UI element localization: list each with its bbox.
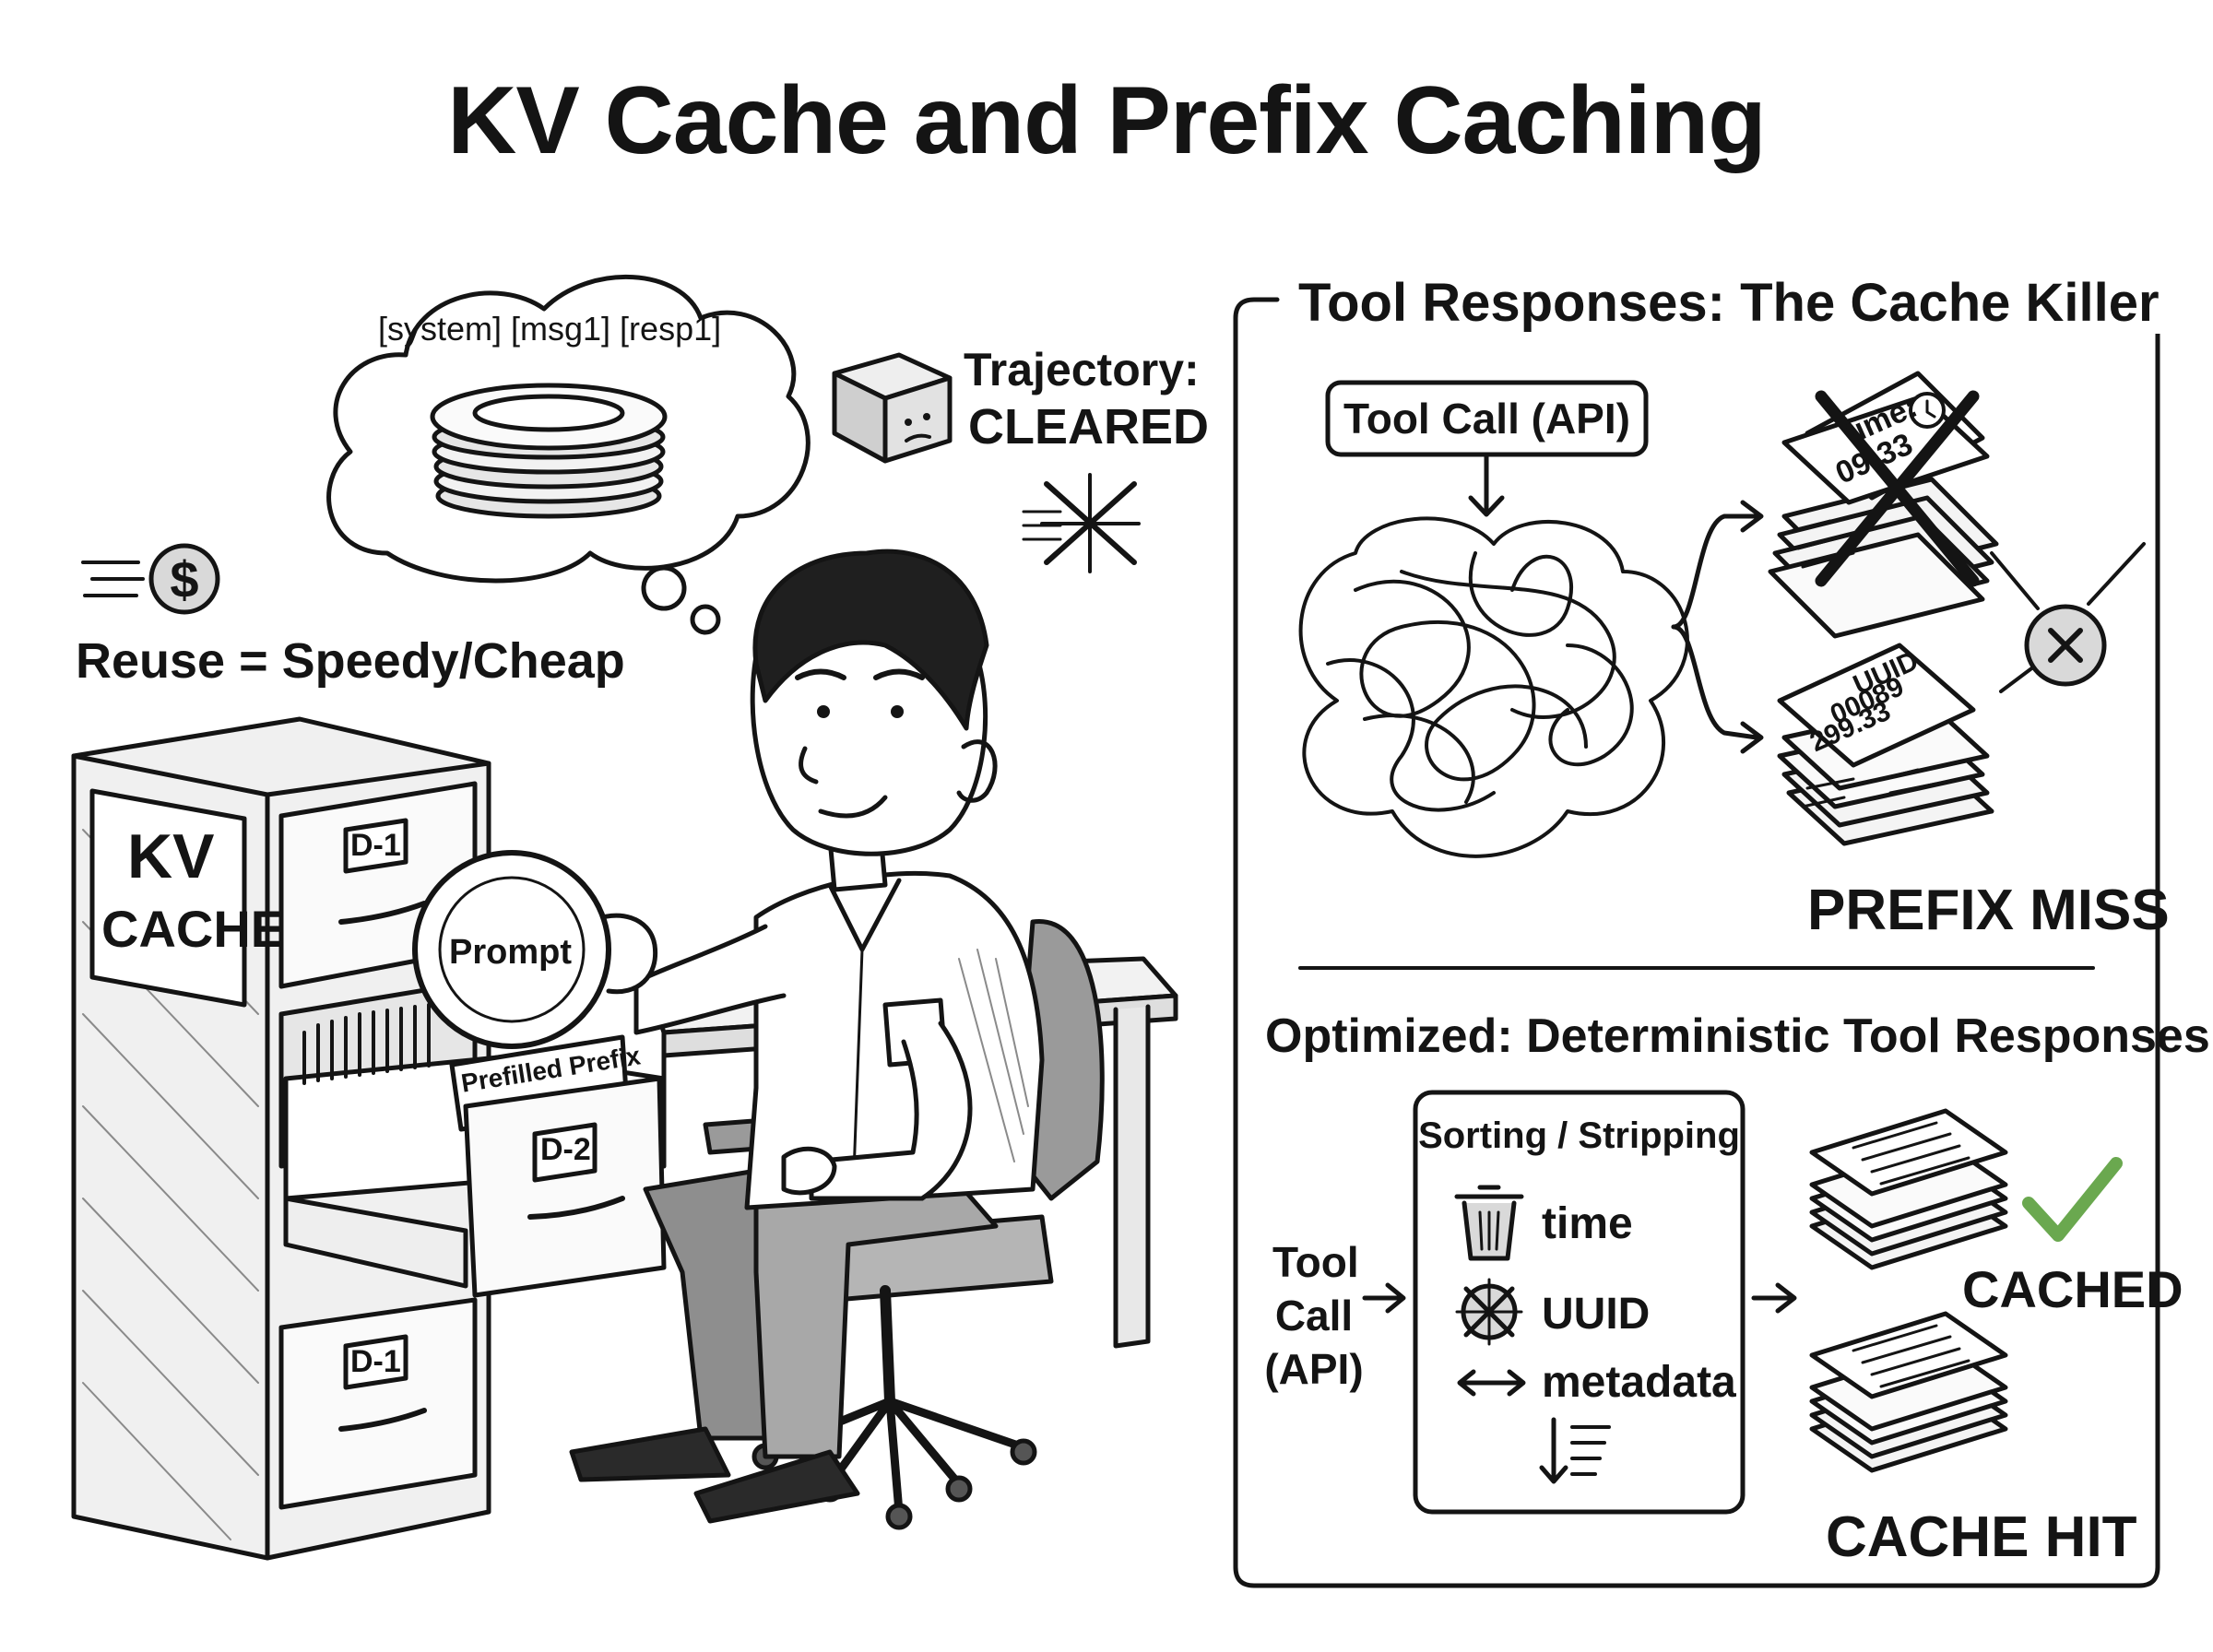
item-metadata-label: metadata (1542, 1358, 1736, 1407)
cache-hit-document-stack (1809, 1311, 2008, 1473)
time-document-stack (1768, 371, 1999, 639)
open-drawer (283, 1003, 667, 1298)
cached-document-stack (1809, 1108, 2008, 1270)
drawer-label-bottom: D-1 (350, 1344, 401, 1379)
prompt-plate-label: Prompt (449, 933, 572, 972)
kv-cache-label-cache: CACHE (101, 900, 286, 958)
trajectory-label: Trajectory: (964, 344, 1200, 395)
cached-label: CACHED (1962, 1260, 2183, 1318)
kv-cache-label-kv: KV (127, 821, 215, 891)
prompt-plate (412, 850, 611, 1049)
gear-x-icon (1455, 1278, 1523, 1346)
drawer-label-top: D-1 (350, 828, 401, 863)
prefix-miss-label: PREFIX MISS (1807, 879, 2170, 942)
cleared-x-icon (1022, 473, 1141, 573)
tool-call-bottom-line3: (API) (1264, 1345, 1364, 1393)
dollar-coin-icon (81, 543, 220, 615)
sort-icon (1539, 1417, 1611, 1484)
tangled-scribble (1298, 516, 1689, 858)
tool-call-top-label: Tool Call (API) (1343, 395, 1630, 442)
person (569, 549, 1045, 1524)
item-time-label: time (1542, 1199, 1633, 1248)
thought-dot-2 (690, 604, 721, 635)
thought-bubble-text: [system] [msg1] [resp1] (378, 310, 722, 348)
cache-hit-label: CACHE HIT (1826, 1505, 2137, 1569)
thought-dot-1 (641, 565, 687, 611)
reuse-label: Reuse = Speedy/Cheap (76, 633, 625, 689)
trajectory-cube-icon (832, 352, 953, 464)
cleared-label: CLEARED (968, 399, 1210, 454)
dollar-sign-icon: $ (170, 550, 198, 608)
optimized-title: Optimized: Deterministic Tool Responses (1265, 1009, 2210, 1063)
page-title: KV Cache and Prefix Caching (447, 67, 1766, 174)
tool-call-bottom-line2: Call (1274, 1292, 1354, 1339)
double-arrow-icon (1457, 1369, 1526, 1397)
tool-call-bottom-line1: Tool (1272, 1238, 1359, 1286)
item-uuid-label: UUID (1542, 1290, 1651, 1339)
sorting-stripping-title: Sorting / Stripping (1418, 1115, 1740, 1156)
plates-stack-icon (430, 383, 668, 519)
trash-icon (1454, 1185, 1524, 1261)
right-panel-title: Tool Responses: The Cache Killer (1291, 272, 2167, 334)
drawer-label-middle: D-2 (540, 1132, 591, 1167)
uuid-document-stack (1777, 643, 1994, 846)
check-icon (2022, 1157, 2123, 1242)
